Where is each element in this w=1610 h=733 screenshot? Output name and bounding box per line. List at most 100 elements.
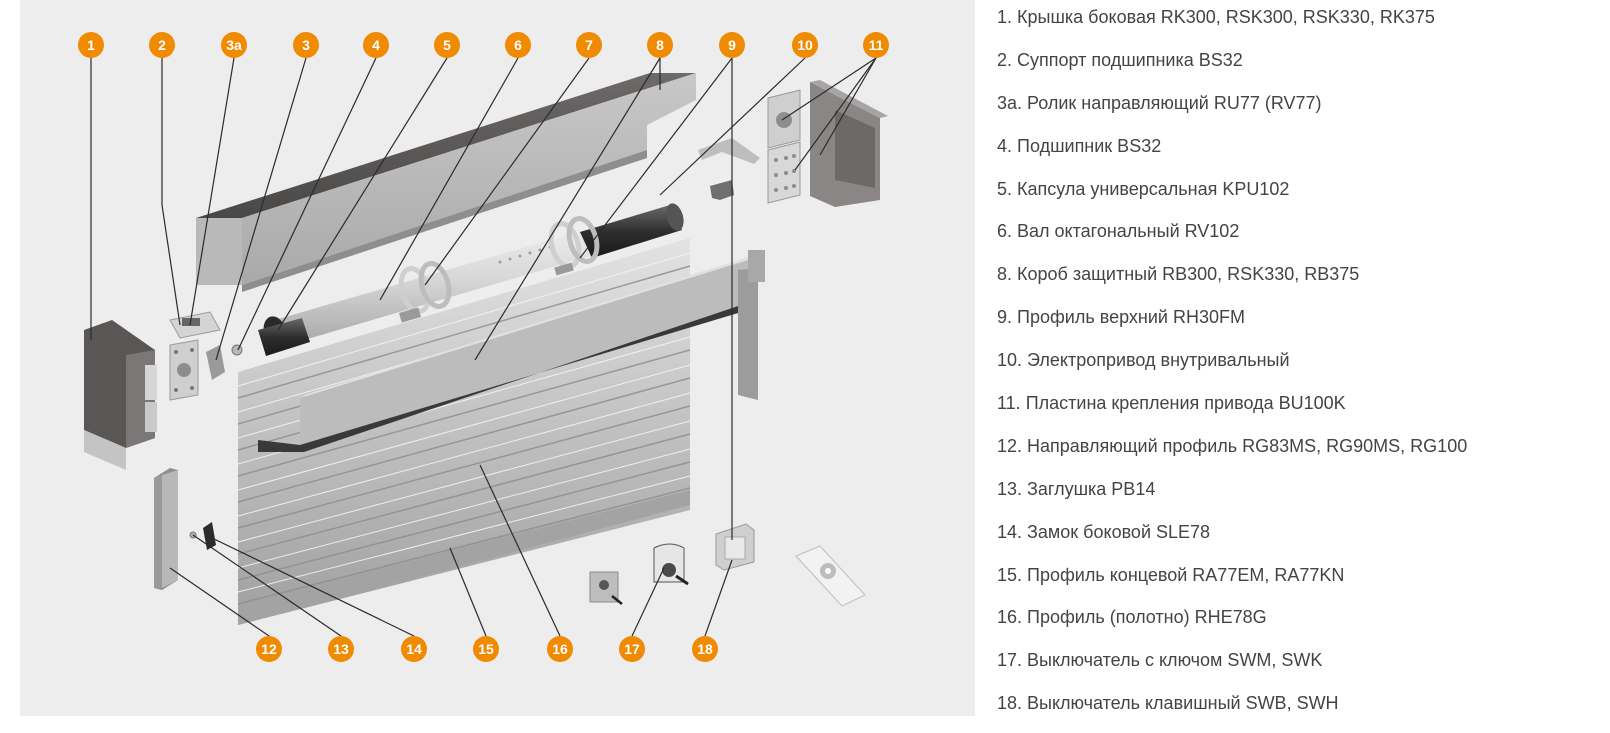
callout-badge-label: 11 bbox=[869, 37, 884, 53]
callout-badge-circle bbox=[149, 32, 175, 58]
callout-badge-label: 18 bbox=[697, 641, 713, 657]
legend-item: 16. Профиль (полотно) RHE78G bbox=[997, 607, 1267, 628]
callout-badge-circle bbox=[328, 636, 354, 662]
side-cover bbox=[84, 320, 157, 470]
callout-badge-button-switch: 18 bbox=[692, 636, 718, 662]
callout-badge-bearing-support: 2 bbox=[149, 32, 175, 58]
button-switch bbox=[715, 523, 755, 571]
callout-badge-end-profile: 15 bbox=[473, 636, 499, 662]
guide-roller bbox=[206, 345, 225, 380]
callout-badge-circle bbox=[434, 32, 460, 58]
callout-badge-curtain-profile: 16 bbox=[547, 636, 573, 662]
motor-mount-plate bbox=[698, 80, 888, 207]
leader-line bbox=[474, 57, 661, 361]
callout-badge-motor-mount-plate: 11 bbox=[863, 32, 889, 58]
callout-badge-circle bbox=[792, 32, 818, 58]
leader-lines bbox=[90, 57, 877, 637]
leader-line bbox=[237, 57, 377, 351]
side-lock bbox=[203, 522, 216, 550]
legend-item: 11. Пластина крепления привода BU100K bbox=[997, 393, 1346, 414]
leader-line bbox=[819, 57, 877, 156]
bearing-support bbox=[169, 311, 221, 339]
leader-line bbox=[479, 464, 561, 637]
callout-badge-guide-roller: 3а bbox=[221, 32, 247, 58]
callout-badge-circle bbox=[363, 32, 389, 58]
top-profile bbox=[258, 250, 765, 452]
callout-badge-top-profile: 9 bbox=[719, 32, 745, 58]
protective-box bbox=[196, 73, 696, 292]
leader-line bbox=[379, 57, 519, 301]
callout-badge-label: 6 bbox=[514, 37, 522, 53]
leader-line bbox=[704, 559, 733, 637]
callout-badge-label: 15 bbox=[478, 641, 494, 657]
legend-item: 12. Направляющий профиль RG83MS, RG90MS,… bbox=[997, 435, 1468, 456]
callout-badge-circle bbox=[647, 32, 673, 58]
leader-line bbox=[781, 57, 877, 121]
legend-item: 18. Выключатель клавишный SWB, SWH bbox=[997, 693, 1339, 714]
callout-badge-shaft-ring: 7 bbox=[576, 32, 602, 58]
callout-badge-circle bbox=[692, 636, 718, 662]
callout-badge-side-cover: 1 bbox=[78, 32, 104, 58]
callout-badge-bearing: 4 bbox=[363, 32, 389, 58]
callout-badge-protective-box: 8 bbox=[647, 32, 673, 58]
remote-control bbox=[795, 545, 866, 607]
end-profile bbox=[238, 490, 690, 625]
leader-line bbox=[277, 57, 448, 331]
callout-badge-label: 7 bbox=[585, 37, 593, 53]
callout-badge-circle bbox=[576, 32, 602, 58]
leader-line bbox=[209, 536, 415, 637]
legend-item: 15. Профиль концевой RA77EM, RA77KN bbox=[997, 564, 1345, 585]
legend-item: 4. Подшипник BS32 bbox=[997, 135, 1162, 156]
leader-line bbox=[161, 58, 181, 326]
guide-profile bbox=[154, 468, 178, 590]
legend-item: 5. Капсула универсальная KPU102 bbox=[997, 178, 1290, 199]
legend-item: 3а. Ролик направляющий RU77 (RV77) bbox=[997, 92, 1322, 113]
callout-badge-circle bbox=[78, 32, 104, 58]
legend-item: 1. Крышка боковая RK300, RSK300, RSK330,… bbox=[997, 7, 1435, 27]
callout-badge-label: 1 bbox=[87, 37, 95, 53]
leader-line bbox=[449, 547, 487, 637]
legend-item: 17. Выключатель с ключом SWM, SWK bbox=[997, 650, 1323, 671]
callout-badge-circle bbox=[256, 636, 282, 662]
legend-item: 9. Профиль верхний RH30FM bbox=[997, 307, 1245, 328]
callout-badge-label: 16 bbox=[552, 641, 568, 657]
callout-badge-label: 3 bbox=[302, 37, 310, 53]
legend-item: 14. Замок боковой SLE78 bbox=[997, 521, 1211, 542]
legend-item: 13. Заглушка PB14 bbox=[997, 478, 1156, 499]
callout-badge-end-plug: 13 bbox=[328, 636, 354, 662]
key-switch bbox=[589, 543, 689, 605]
bearing bbox=[231, 344, 243, 356]
leader-line bbox=[215, 57, 307, 361]
callout-badge-label: 17 bbox=[624, 641, 640, 657]
legend-item: 6. Вал октагональный RV102 bbox=[997, 221, 1240, 242]
octagonal-shaft bbox=[275, 208, 672, 345]
legend-item: 10. Электропривод внутривальный bbox=[997, 350, 1290, 371]
callout-badge-circle bbox=[221, 32, 247, 58]
parts-legend: 1. Крышка боковая RK300, RSK300, RSK330,… bbox=[997, 4, 1597, 733]
callout-badge-label: 2 bbox=[158, 37, 166, 53]
callout-badge-circle bbox=[401, 636, 427, 662]
callout-badge-key-switch: 17 bbox=[619, 636, 645, 662]
callout-badge-circle bbox=[719, 32, 745, 58]
callout-badge-label: 9 bbox=[728, 37, 736, 53]
tubular-motor bbox=[258, 203, 684, 356]
leader-line bbox=[189, 57, 235, 326]
callout-badge-circle bbox=[293, 32, 319, 58]
side-cover-plate bbox=[169, 339, 199, 401]
callout-badge-label: 8 bbox=[656, 37, 664, 53]
callout-badge-circle bbox=[863, 32, 889, 58]
legend-item: 8. Короб защитный RB300, RSK330, RB375 bbox=[997, 264, 1360, 285]
callout-badge-circle bbox=[505, 32, 531, 58]
callout-badge-label: 3а bbox=[226, 37, 242, 53]
callout-badge-side-lock: 14 bbox=[401, 636, 427, 662]
leader-line bbox=[794, 57, 877, 171]
callout-badge-label: 4 bbox=[372, 37, 380, 53]
callout-badge-circle bbox=[547, 636, 573, 662]
callout-badge-circle bbox=[619, 636, 645, 662]
callout-badge-label: 13 bbox=[333, 641, 349, 657]
callout-badge-guide-profile: 12 bbox=[256, 636, 282, 662]
leader-line bbox=[631, 567, 665, 637]
callout-badge-label: 12 bbox=[261, 641, 277, 657]
